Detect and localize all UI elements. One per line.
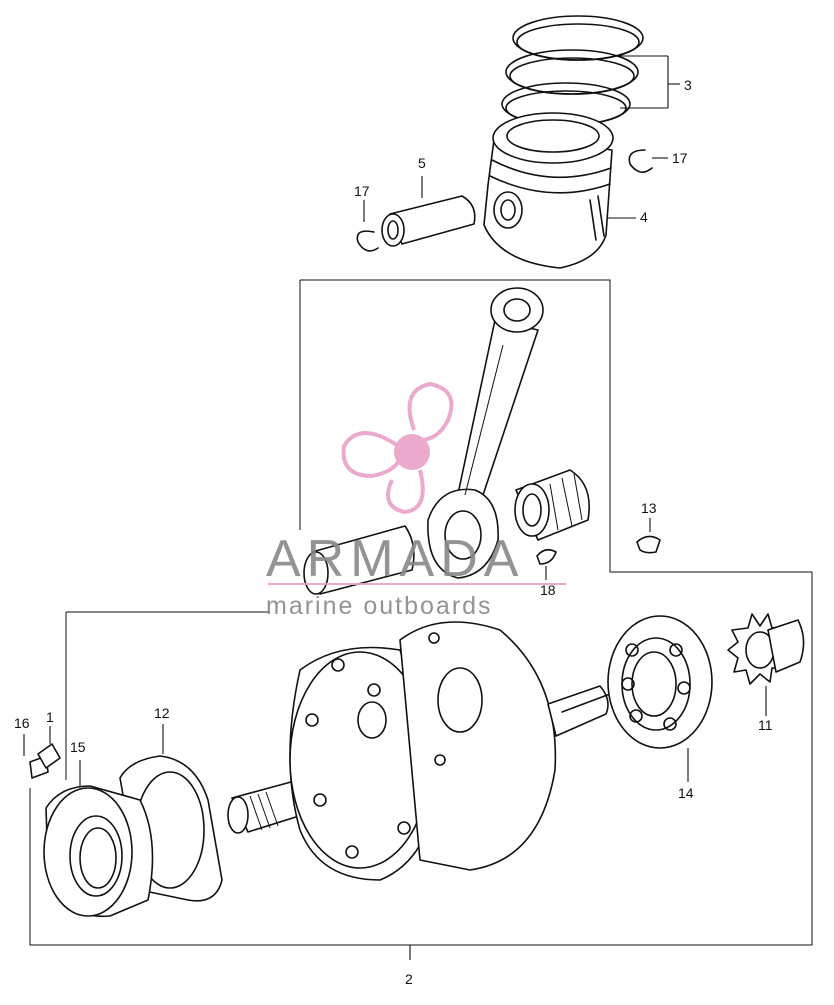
ball-bearing [607, 615, 713, 782]
connecting-rod [427, 287, 544, 579]
watermark-tagline: marine outboards [266, 592, 493, 620]
piston-pin [381, 176, 476, 247]
propeller-logo [341, 381, 454, 515]
circlip-left [356, 200, 379, 252]
assembly-bracket [29, 279, 813, 960]
callout-4: 4 [640, 209, 648, 225]
callout-labels: 3 17 5 17 4 13 18 12 16 1 15 11 14 2 [14, 77, 773, 987]
callout-2: 2 [405, 971, 413, 987]
oil-seal [43, 760, 154, 918]
drive-sprocket [727, 613, 805, 716]
watermark: ARMADA marine outboards [266, 381, 566, 620]
woodruff-key [636, 518, 661, 554]
callout-13: 13 [641, 500, 657, 516]
callout-11: 11 [758, 717, 773, 733]
callout-5: 5 [418, 155, 426, 171]
watermark-brand: ARMADA [266, 530, 524, 588]
callout-17-left: 17 [354, 183, 370, 199]
callout-3: 3 [684, 77, 692, 93]
needle-bearing [514, 469, 590, 541]
callout-16: 16 [14, 715, 30, 731]
piston [483, 112, 636, 269]
callout-17-right: 17 [672, 150, 688, 166]
lock-washer [37, 726, 61, 769]
piston-rings [501, 15, 680, 126]
callout-15: 15 [70, 739, 86, 755]
callout-12: 12 [154, 705, 170, 721]
callout-18: 18 [540, 582, 556, 598]
callout-1: 1 [46, 709, 54, 725]
callout-14: 14 [678, 785, 694, 801]
circlip-right [628, 149, 668, 173]
thrust-washer [536, 548, 557, 580]
crankshaft [227, 621, 611, 881]
